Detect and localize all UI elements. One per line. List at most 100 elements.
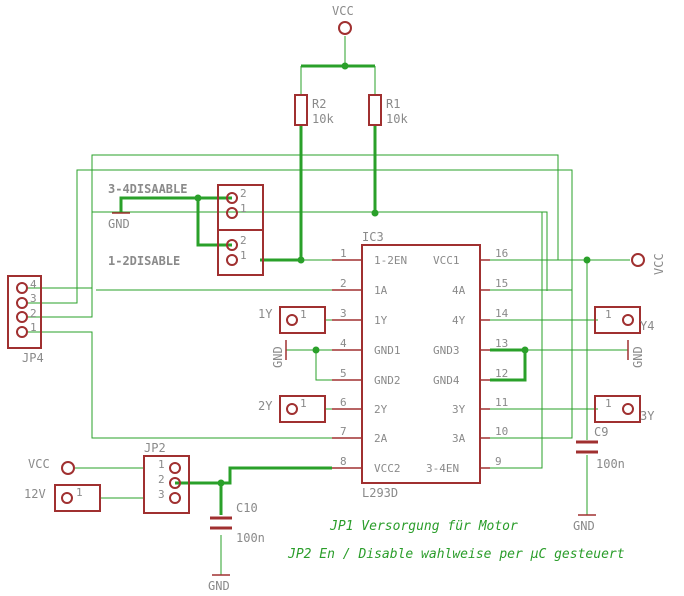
svg-text:1Y: 1Y	[258, 307, 273, 321]
vcc-top-symbol: VCC	[332, 4, 354, 35]
svg-text:GND3: GND3	[433, 344, 460, 357]
svg-text:3: 3	[340, 307, 347, 320]
svg-text:4: 4	[340, 337, 347, 350]
svg-text:GND: GND	[631, 346, 645, 368]
svg-text:13: 13	[495, 337, 508, 350]
svg-text:6: 6	[340, 396, 347, 409]
svg-text:GND1: GND1	[374, 344, 401, 357]
connector-jp4: 4 3 2 1 JP4	[7, 275, 44, 365]
connector-1y: 1 1Y	[258, 306, 326, 334]
svg-text:1Y: 1Y	[374, 314, 388, 327]
svg-text:5: 5	[340, 367, 347, 380]
svg-text:C10: C10	[236, 501, 258, 515]
ic3-l293d: IC3 L293D 1 1-2EN 2 1A 3 1Y 4 GND1 5 GND…	[332, 230, 509, 500]
svg-text:1A: 1A	[374, 284, 388, 297]
svg-text:1: 1	[30, 321, 37, 334]
svg-text:GND: GND	[271, 346, 285, 368]
gnd-jumper: GND	[108, 212, 130, 231]
svg-text:1: 1	[240, 202, 247, 215]
svg-text:100n: 100n	[596, 457, 625, 471]
svg-text:1: 1	[76, 486, 83, 499]
svg-text:GND: GND	[208, 579, 230, 593]
svg-text:VCC1: VCC1	[433, 254, 460, 267]
capacitor-c10: C10 100n GND	[208, 501, 265, 593]
jp2-label: JP2	[144, 441, 166, 455]
svg-text:GND: GND	[573, 519, 595, 533]
svg-text:3-4EN: 3-4EN	[426, 462, 459, 475]
svg-text:2A: 2A	[374, 432, 388, 445]
connector-3y: 1 3Y	[594, 395, 655, 423]
svg-text:16: 16	[495, 247, 508, 260]
svg-text:1: 1	[605, 308, 612, 321]
svg-text:12V: 12V	[24, 487, 46, 501]
svg-text:100n: 100n	[236, 531, 265, 545]
svg-text:10: 10	[495, 425, 508, 438]
r1-value: 10k	[386, 112, 408, 126]
connector-y4: 1 Y4	[594, 306, 654, 334]
svg-text:GND4: GND4	[433, 374, 460, 387]
ic3-name: IC3	[362, 230, 384, 244]
svg-text:11: 11	[495, 396, 508, 409]
wires	[28, 36, 630, 575]
r2-name: R2	[312, 97, 326, 111]
svg-text:GND2: GND2	[374, 374, 401, 387]
svg-text:14: 14	[495, 307, 509, 320]
svg-text:VCC: VCC	[652, 253, 666, 275]
svg-text:2: 2	[240, 234, 247, 247]
svg-text:GND: GND	[108, 217, 130, 231]
r1-name: R1	[386, 97, 400, 111]
jp4-label: JP4	[22, 351, 44, 365]
svg-text:2Y: 2Y	[258, 399, 273, 413]
r2-value: 10k	[312, 112, 334, 126]
svg-text:15: 15	[495, 277, 508, 290]
svg-text:8: 8	[340, 455, 347, 468]
connector-jp2: 1 2 3 JP2	[143, 441, 190, 514]
svg-text:12: 12	[495, 367, 508, 380]
svg-text:VCC2: VCC2	[374, 462, 401, 475]
capacitor-c9: C9 100n GND	[573, 425, 625, 533]
gnd-left: GND	[271, 340, 287, 368]
dis34-label: 3-4DISAABLE	[108, 182, 187, 196]
svg-text:3Y: 3Y	[640, 409, 655, 423]
svg-text:1: 1	[340, 247, 347, 260]
svg-text:1: 1	[158, 458, 165, 471]
note-line2: JP2 En / Disable wahlweise per µC gesteu…	[287, 547, 625, 562]
svg-text:2: 2	[340, 277, 347, 290]
vcc-left-symbol: VCC	[28, 457, 75, 475]
vcc-top-label: VCC	[332, 4, 354, 18]
svg-text:7: 7	[340, 425, 347, 438]
notes: JP1 Versorgung für Motor JP2 En / Disabl…	[287, 519, 625, 562]
gnd-right: GND	[627, 340, 645, 368]
svg-text:4: 4	[30, 278, 37, 291]
connector-12v: 1 12V	[24, 484, 101, 512]
svg-text:3A: 3A	[452, 432, 466, 445]
svg-text:1: 1	[300, 397, 307, 410]
svg-text:4A: 4A	[452, 284, 466, 297]
svg-text:1: 1	[300, 308, 307, 321]
svg-text:VCC: VCC	[28, 457, 50, 471]
svg-text:Y4: Y4	[640, 319, 654, 333]
svg-text:C9: C9	[594, 425, 608, 439]
svg-text:3: 3	[158, 488, 165, 501]
dis12-label: 1-2DISABLE	[108, 254, 180, 268]
svg-text:1-2EN: 1-2EN	[374, 254, 407, 267]
resistor-r1: R1 10k	[368, 94, 408, 126]
connector-2y: 1 2Y	[258, 395, 326, 423]
svg-text:1: 1	[240, 249, 247, 262]
svg-text:9: 9	[495, 455, 502, 468]
svg-text:2: 2	[30, 307, 37, 320]
svg-text:2: 2	[240, 187, 247, 200]
note-line1: JP1 Versorgung für Motor	[329, 519, 518, 534]
jumper-disable: 2 1 2 1 3-4DISAABLE 1-2DISABLE	[108, 182, 264, 276]
svg-text:3: 3	[30, 292, 37, 305]
ic3-part: L293D	[362, 486, 398, 500]
svg-text:1: 1	[605, 397, 612, 410]
svg-text:2Y: 2Y	[374, 403, 388, 416]
svg-text:4Y: 4Y	[452, 314, 466, 327]
junctions	[194, 62, 591, 487]
svg-text:3Y: 3Y	[452, 403, 466, 416]
resistor-r2: R2 10k	[294, 94, 334, 126]
vcc-right-symbol: VCC	[631, 253, 666, 275]
svg-text:2: 2	[158, 473, 165, 486]
